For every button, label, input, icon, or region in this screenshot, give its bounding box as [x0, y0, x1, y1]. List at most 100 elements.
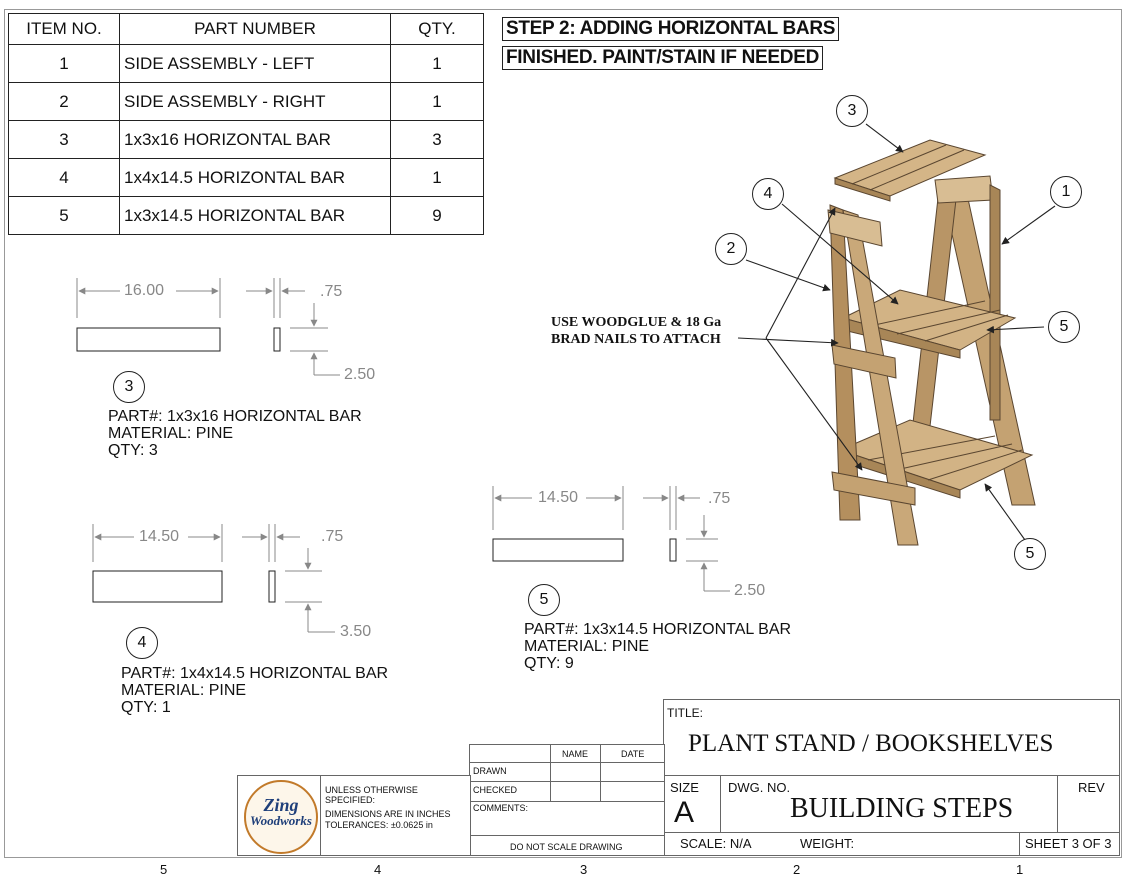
bom-row: 3 1x3x16 HORIZONTAL BAR 3 [8, 120, 484, 159]
assembly-note-line2: BRAD NAILS TO ATTACH [551, 332, 721, 347]
balloon-5: 5 [1014, 538, 1046, 570]
name-label: NAME [562, 749, 589, 759]
bom-qty: 9 [390, 196, 484, 235]
divider [470, 801, 664, 802]
bom-qty: 3 [390, 120, 484, 159]
part-5-views [492, 486, 730, 592]
bom-header-part: PART NUMBER [119, 13, 391, 45]
part-qty: QTY: 1 [121, 699, 171, 716]
drawing-title: PLANT STAND / BOOKSHELVES [688, 730, 1054, 757]
divider [470, 781, 664, 782]
bom-item: 2 [8, 82, 120, 121]
dimension-length: 16.00 [124, 282, 165, 299]
bom-row: 5 1x3x14.5 HORIZONTAL BAR 9 [8, 196, 484, 235]
dimension-thickness: .75 [321, 528, 344, 545]
bom-header-qty: QTY. [390, 13, 484, 45]
title-label: TITLE: [667, 706, 704, 720]
balloon-2: 2 [715, 233, 747, 265]
zing-woodworks-logo: Zing Woodworks [244, 780, 318, 854]
date-label: DATE [621, 749, 645, 759]
step-heading: STEP 2: ADDING HORIZONTAL BARS [502, 17, 840, 41]
bom-item: 4 [8, 158, 120, 197]
dwg-no-value: BUILDING STEPS [790, 793, 1014, 824]
part-4-balloon: 4 [126, 627, 158, 659]
bom-row: 1 SIDE ASSEMBLY - LEFT 1 [8, 44, 484, 83]
approval-box: NAME DATE DRAWN CHECKED COMMENTS: DO NOT… [469, 744, 665, 856]
checked-label: CHECKED [473, 785, 518, 795]
dimension-width: 2.50 [344, 366, 376, 383]
part-3-balloon: 3 [113, 371, 145, 403]
dwg-no-label: DWG. NO. [728, 780, 791, 795]
sheet-number: SHEET 3 OF 3 [1025, 836, 1112, 851]
divider [550, 745, 551, 801]
dimension-width: 2.50 [734, 582, 766, 599]
unless-specified: UNLESS OTHERWISE SPECIFIED: [325, 785, 418, 805]
part-number: PART#: 1x3x16 HORIZONTAL BAR [108, 408, 362, 425]
part-4-views [92, 524, 335, 633]
bom-header-row: ITEM NO. PART NUMBER QTY. [8, 13, 484, 45]
part-qty: QTY: 9 [524, 655, 574, 672]
part-5-balloon: 5 [528, 584, 560, 616]
dimension-thickness: .75 [708, 490, 731, 507]
balloon-4: 4 [752, 178, 784, 210]
bom-part: SIDE ASSEMBLY - LEFT [119, 44, 391, 83]
divider [470, 762, 664, 763]
part-material: MATERIAL: PINE [121, 682, 247, 699]
part-3-info: PART#: 1x3x16 HORIZONTAL BAR MATERIAL: P… [108, 408, 362, 459]
dimension-units: DIMENSIONS ARE IN INCHES [325, 809, 451, 819]
dimension-width: 3.50 [340, 623, 372, 640]
tolerances: TOLERANCES: ±0.0625 in [325, 820, 433, 830]
divider [1057, 776, 1058, 833]
step-subheading: FINISHED. PAINT/STAIN IF NEEDED [502, 46, 824, 70]
part-qty: QTY: 3 [108, 442, 158, 459]
bom-part: SIDE ASSEMBLY - RIGHT [119, 82, 391, 121]
drawing-border [4, 9, 1122, 858]
part-number: PART#: 1x3x14.5 HORIZONTAL BAR [524, 621, 792, 638]
title-box: TITLE: PLANT STAND / BOOKSHELVES [663, 699, 1120, 777]
bom-qty: 1 [390, 44, 484, 83]
bom-part: 1x3x14.5 HORIZONTAL BAR [119, 196, 391, 235]
divider [600, 745, 601, 801]
part-5-info: PART#: 1x3x14.5 HORIZONTAL BAR MATERIAL:… [524, 621, 791, 672]
logo-word-2: Woodworks [250, 813, 312, 828]
part-number: PART#: 1x4x14.5 HORIZONTAL BAR [121, 665, 389, 682]
divider [470, 835, 664, 836]
size-label: SIZE [670, 780, 699, 795]
zone-label: 2 [793, 862, 801, 877]
bill-of-materials-table: ITEM NO. PART NUMBER QTY. 1 SIDE ASSEMBL… [8, 13, 484, 235]
zone-label: 5 [160, 862, 168, 877]
bom-part: 1x3x16 HORIZONTAL BAR [119, 120, 391, 159]
weight-label: WEIGHT: [800, 836, 855, 851]
do-not-scale-note: DO NOT SCALE DRAWING [510, 842, 623, 852]
zone-label: 4 [374, 862, 382, 877]
balloon-1: 1 [1050, 176, 1082, 208]
bom-row: 4 1x4x14.5 HORIZONTAL BAR 1 [8, 158, 484, 197]
rev-label: REV [1078, 780, 1105, 795]
scale-row: SCALE: N/A WEIGHT: SHEET 3 OF 3 [663, 832, 1120, 856]
divider [1019, 833, 1020, 855]
zone-label: 3 [580, 862, 588, 877]
balloon-3: 3 [836, 95, 868, 127]
bom-part: 1x4x14.5 HORIZONTAL BAR [119, 158, 391, 197]
bom-item: 5 [8, 196, 120, 235]
bom-row: 2 SIDE ASSEMBLY - RIGHT 1 [8, 82, 484, 121]
part-material: MATERIAL: PINE [108, 425, 234, 442]
part-material: MATERIAL: PINE [524, 638, 650, 655]
dimension-thickness: .75 [320, 283, 343, 300]
zone-label: 1 [1016, 862, 1024, 877]
size-cell: SIZE A [664, 776, 721, 833]
tolerance-box: UNLESS OTHERWISE SPECIFIED: DIMENSIONS A… [237, 775, 471, 856]
size-value: A [674, 796, 695, 829]
bom-qty: 1 [390, 82, 484, 121]
scale-value: SCALE: N/A [680, 836, 752, 851]
drawn-label: DRAWN [473, 766, 507, 776]
divider [320, 776, 321, 855]
comments-label: COMMENTS: [473, 803, 528, 813]
dimension-length: 14.50 [139, 528, 180, 545]
dimension-length: 14.50 [538, 489, 579, 506]
part-3-views [76, 278, 340, 376]
dwg-box: SIZE A DWG. NO. BUILDING STEPS REV [663, 775, 1120, 834]
part-4-info: PART#: 1x4x14.5 HORIZONTAL BAR MATERIAL:… [121, 665, 388, 716]
assembly-view [827, 139, 1036, 546]
